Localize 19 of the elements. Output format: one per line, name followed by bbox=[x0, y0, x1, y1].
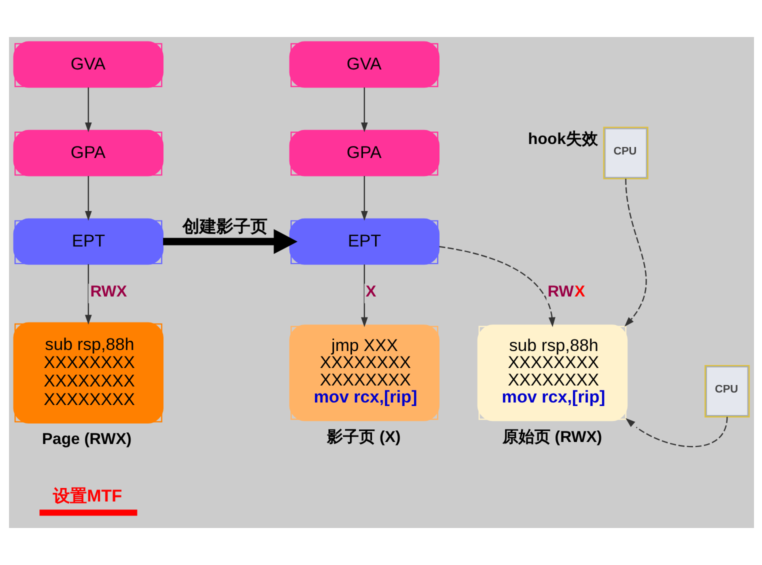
edge-label: RWX bbox=[547, 283, 585, 300]
arrow bbox=[360, 176, 368, 221]
node-label: 影子页 (X) bbox=[326, 428, 400, 446]
arrow bbox=[360, 264, 368, 328]
node-label: Page (RWX) bbox=[41, 431, 132, 448]
node-label: hook失效 bbox=[528, 130, 598, 148]
edge-label: X bbox=[365, 283, 376, 300]
arrow bbox=[84, 176, 92, 221]
arrow bbox=[162, 229, 298, 254]
arrow bbox=[624, 178, 646, 327]
edge-label: 创建影子页 bbox=[182, 217, 267, 236]
arrow bbox=[360, 87, 368, 132]
arrow bbox=[438, 246, 555, 328]
arrow bbox=[84, 264, 92, 325]
arrow bbox=[84, 87, 92, 132]
node-label: 原始页 (RWX) bbox=[502, 428, 602, 446]
label: 设置MTF bbox=[52, 486, 122, 506]
edge-label: RWX bbox=[90, 283, 126, 300]
arrow bbox=[625, 416, 728, 448]
